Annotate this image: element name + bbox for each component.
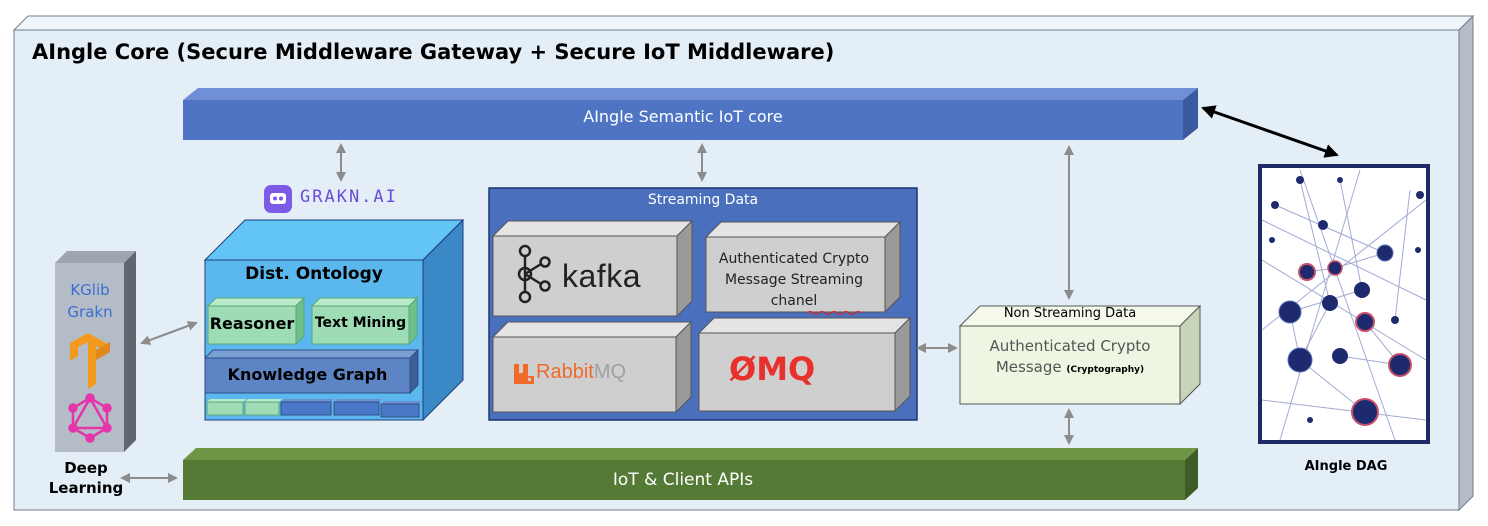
tensorflow-icon xyxy=(70,333,110,389)
semantic-core-bar xyxy=(183,88,1198,140)
knowledge-graph-label: Knowledge Graph xyxy=(227,365,388,384)
rabbitmq-label: RabbitMQ xyxy=(536,361,626,384)
zeromq-label: ØMQ xyxy=(729,350,816,388)
reasoner-label: Reasoner xyxy=(209,314,295,333)
non-streaming-box xyxy=(958,304,1202,406)
ontology-small-blocks xyxy=(206,399,422,418)
iot-apis-label: IoT & Client APIs xyxy=(612,470,754,490)
graphql-icon xyxy=(68,393,112,443)
kglib-label: KGlib xyxy=(70,281,110,299)
authenticated-stream-label: Authenticated Crypto Message Streaming c… xyxy=(718,251,870,309)
non-streaming-title: Non Streaming Data xyxy=(1003,306,1137,321)
rabbitmq-icon xyxy=(514,364,534,384)
aingle-dag-network xyxy=(1258,164,1430,444)
non-streaming-text: Authenticated Crypto Message (Cryptograp… xyxy=(960,336,1180,381)
grakn-brand: GRAKN.AI xyxy=(300,187,398,207)
streaming-data-title: Streaming Data xyxy=(647,192,759,208)
rabbitmq-label-b: MQ xyxy=(593,361,627,383)
core-title: AIngle Core (Secure Middleware Gateway +… xyxy=(32,40,835,64)
non-streaming-line2: Message xyxy=(995,358,1062,376)
reasoner-block xyxy=(206,296,306,346)
iot-apis-bar xyxy=(183,448,1198,500)
rabbitmq-label-a: Rabbit xyxy=(536,361,594,383)
rabbitmq-box xyxy=(491,320,693,414)
non-streaming-line1: Authenticated Crypto xyxy=(989,337,1151,355)
ontology-title: Dist. Ontology xyxy=(245,264,383,284)
grakn-lib-label: Grakn xyxy=(67,303,113,321)
grakn-logo-icon xyxy=(264,185,292,213)
gray-connector-arrows xyxy=(120,143,1074,483)
semantic-core-label: AIngle Semantic IoT core xyxy=(583,107,783,126)
knowledge-graph-block xyxy=(203,348,420,395)
zeromq-box xyxy=(697,316,912,413)
authenticated-stream-box xyxy=(704,220,902,316)
text-mining-block xyxy=(310,296,419,346)
text-mining-label: Text Mining xyxy=(314,315,407,331)
dag-sync-arrow xyxy=(1201,105,1339,158)
deep-learning-libs: KGlib Grakn xyxy=(56,279,124,323)
non-streaming-note: (Cryptography) xyxy=(1066,365,1145,375)
kafka-icon xyxy=(517,244,551,304)
kafka-label: kafka xyxy=(562,258,641,294)
dag-label: AIngle DAG xyxy=(1304,459,1388,474)
deep-learning-label: Deep Learning xyxy=(48,459,124,497)
